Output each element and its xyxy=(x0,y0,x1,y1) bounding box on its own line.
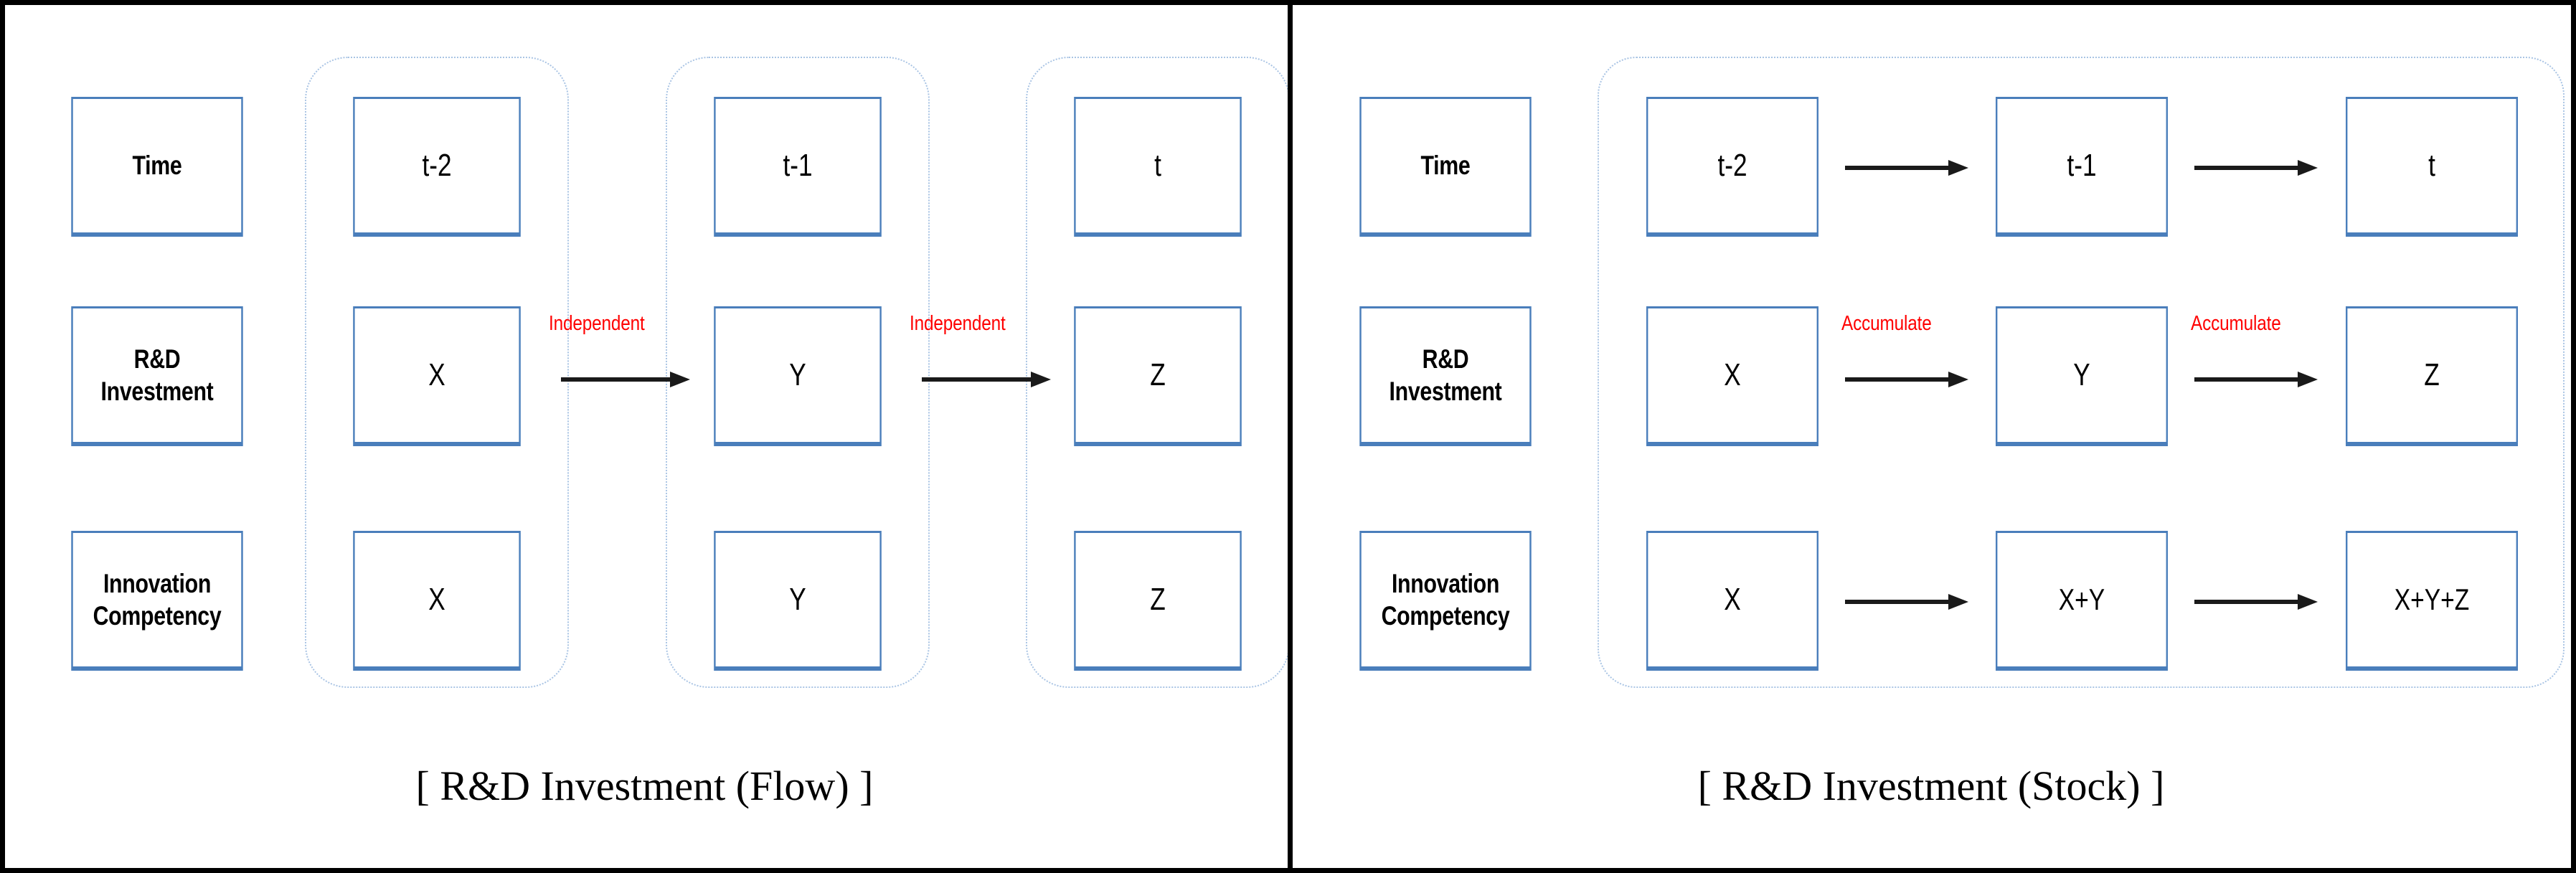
caption-stock: [ R&D Investment (Stock) ] xyxy=(1697,763,2165,809)
edge-label-flow-1: Independent xyxy=(549,312,645,335)
cell-flow-t1-time: t-1 xyxy=(714,97,882,237)
row-label-innovation-text: Innovation Competency xyxy=(1382,567,1510,632)
row-label-innovation-line2: Competency xyxy=(1381,601,1510,631)
cell-flow-t1-innov-text: Y xyxy=(789,582,806,618)
row-label-innovation-competency: Innovation Competency xyxy=(1359,531,1532,671)
arrow-stock-rd-t2-to-t1 xyxy=(1845,371,1968,388)
panel-stock: Time R&D Investment Innovation Competenc… xyxy=(1289,5,2571,868)
cell-stock-t2-innov-text: X xyxy=(1724,582,1741,618)
cell-stock-t-time: t xyxy=(2346,97,2518,237)
cell-flow-t2-rd: X xyxy=(353,306,521,446)
row-label-time: Time xyxy=(1359,97,1532,237)
row-label-rd-investment-text: R&D Investment xyxy=(101,343,214,407)
cell-stock-t2-rd: X xyxy=(1646,306,1818,446)
cell-flow-t1-innov: Y xyxy=(714,531,882,671)
row-label-rd-investment: R&D Investment xyxy=(1359,306,1532,446)
row-label-time-text: Time xyxy=(1420,151,1471,181)
cell-stock-t-innov: X+Y+Z xyxy=(2346,531,2518,671)
row-label-time: Time xyxy=(71,97,243,237)
row-label-innovation-line2: Competency xyxy=(93,601,222,631)
cell-stock-t-rd: Z xyxy=(2346,306,2518,446)
cell-flow-t-rd: Z xyxy=(1074,306,1242,446)
cell-flow-t1-time-text: t-1 xyxy=(783,148,813,184)
arrow-stock-rd-t1-to-t xyxy=(2194,371,2318,388)
cell-flow-t-time: t xyxy=(1074,97,1242,237)
row-label-time-text: Time xyxy=(132,151,182,181)
cell-stock-t-innov-text: X+Y+Z xyxy=(2394,582,2470,617)
cell-flow-t-time-text: t xyxy=(1154,148,1161,184)
cell-stock-t1-time: t-1 xyxy=(1996,97,2168,237)
row-label-innovation-text: Innovation Competency xyxy=(93,567,222,632)
cell-flow-t2-time: t-2 xyxy=(353,97,521,237)
arrow-flow-rd-t1-to-t xyxy=(922,371,1051,388)
row-label-rd-line1: R&D xyxy=(133,344,181,374)
cell-flow-t1-rd-text: Y xyxy=(789,357,806,393)
cell-flow-t-innov: Z xyxy=(1074,531,1242,671)
row-label-innovation-line1: Innovation xyxy=(103,568,212,598)
panel-divider xyxy=(1288,5,1293,868)
cell-stock-t1-rd: Y xyxy=(1996,306,2168,446)
cell-flow-t-rd-text: Z xyxy=(1150,357,1166,393)
cell-flow-t2-innov: X xyxy=(353,531,521,671)
row-label-rd-investment-text: R&D Investment xyxy=(1390,343,1502,407)
edge-label-stock-1: Accumulate xyxy=(1841,312,1932,335)
cell-stock-t2-rd-text: X xyxy=(1724,357,1741,393)
caption-flow: [ R&D Investment (Flow) ] xyxy=(415,763,874,809)
cell-stock-t1-innov-text: X+Y xyxy=(2058,582,2105,617)
cell-flow-t-innov-text: Z xyxy=(1150,582,1166,618)
cell-stock-t2-innov: X xyxy=(1646,531,1818,671)
arrow-flow-rd-t2-to-t1 xyxy=(561,371,690,388)
panel-flow: Time R&D Investment Innovation Competenc… xyxy=(5,5,1290,868)
row-label-innovation-competency: Innovation Competency xyxy=(71,531,243,671)
row-label-innovation-line1: Innovation xyxy=(1391,568,1500,598)
row-label-rd-investment: R&D Investment xyxy=(71,306,243,446)
arrow-stock-time-t1-to-t xyxy=(2194,159,2318,176)
cell-stock-t-time-text: t xyxy=(2428,148,2435,184)
row-label-rd-line2: Investment xyxy=(1389,377,1502,406)
row-label-rd-line1: R&D xyxy=(1422,344,1469,374)
cell-stock-t2-time-text: t-2 xyxy=(1717,148,1747,184)
cell-stock-t2-time: t-2 xyxy=(1646,97,1818,237)
cell-flow-t1-rd: Y xyxy=(714,306,882,446)
arrow-stock-innov-t1-to-t xyxy=(2194,593,2318,610)
cell-stock-t1-time-text: t-1 xyxy=(2067,148,2097,184)
edge-label-stock-2: Accumulate xyxy=(2191,312,2281,335)
cell-flow-t2-time-text: t-2 xyxy=(422,148,452,184)
cell-stock-t-rd-text: Z xyxy=(2424,357,2440,393)
cell-stock-t1-rd-text: Y xyxy=(2073,357,2090,393)
arrow-stock-innov-t2-to-t1 xyxy=(1845,593,1968,610)
cell-flow-t2-rd-text: X xyxy=(428,357,445,393)
cell-stock-t1-innov: X+Y xyxy=(1996,531,2168,671)
edge-label-flow-2: Independent xyxy=(910,312,1006,335)
row-label-rd-line2: Investment xyxy=(100,377,214,406)
arrow-stock-time-t2-to-t1 xyxy=(1845,159,1968,176)
cell-flow-t2-innov-text: X xyxy=(428,582,445,618)
